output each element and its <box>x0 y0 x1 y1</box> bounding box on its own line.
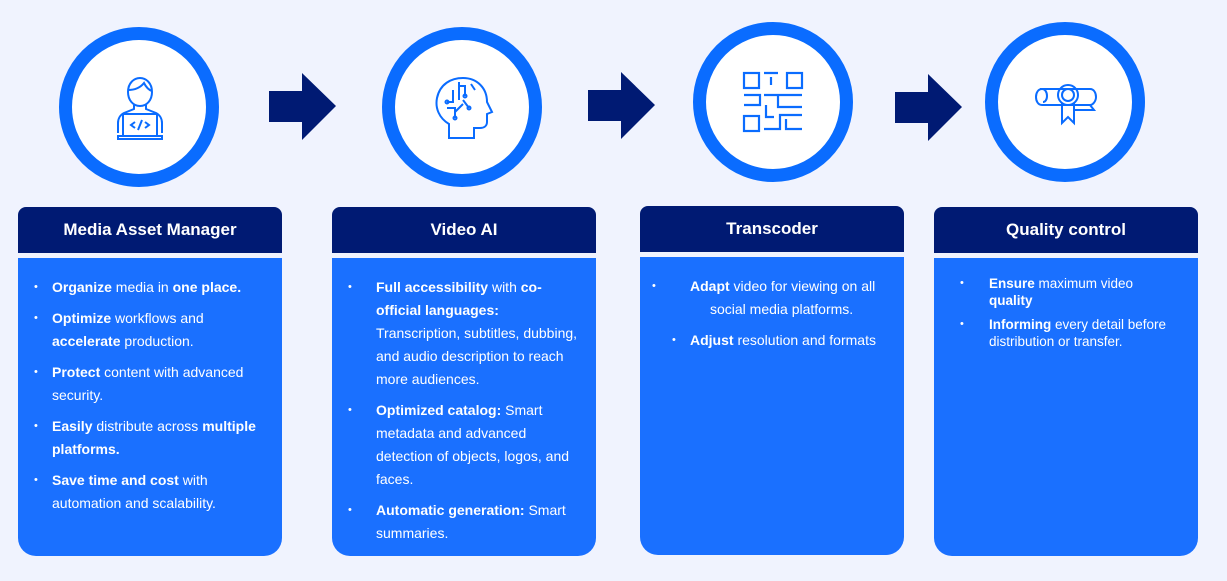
bullet-item: Ensure maximum video quality <box>934 275 1198 309</box>
bold-text: Automatic generation: <box>376 502 525 518</box>
text: maximum video <box>1034 276 1134 291</box>
card-title: Media Asset Manager <box>18 207 282 253</box>
bold-text: quality <box>989 293 1033 308</box>
card-title-text: Transcoder <box>726 219 818 238</box>
text: Smart summaries. <box>376 502 566 541</box>
text: Transcription, subtitles, dubbing, and a… <box>376 325 578 387</box>
text: every detail before distribution or tran… <box>989 317 1167 349</box>
card-transcoder: TranscoderAdapt video for viewing on all… <box>640 206 904 555</box>
bold-text: one place. <box>172 279 242 295</box>
bold-text: Optimized catalog: <box>376 402 502 418</box>
card-title: Transcoder <box>640 206 904 252</box>
flow-arrow <box>895 74 962 141</box>
text: with automation and scalability. <box>52 472 216 511</box>
card-body: Adapt video for viewing on all social me… <box>640 257 904 555</box>
bold-text: Full accessibility <box>376 279 489 295</box>
bold-text: Protect <box>52 364 101 380</box>
bold-text: Easily <box>52 418 93 434</box>
bullet-item: Automatic generation: Smart summaries. <box>332 499 596 545</box>
bullet-item: Optimize workflows and accelerate produc… <box>18 307 282 353</box>
text: workflows and <box>111 310 204 326</box>
text: media in <box>111 279 173 295</box>
bold-text: Optimize <box>52 310 112 326</box>
text: distribute across <box>92 418 203 434</box>
bold-text: accelerate <box>52 333 121 349</box>
bullet-item: Adapt video for viewing on all social me… <box>640 275 904 321</box>
bullet-item: Full accessibility with co-official lang… <box>332 276 596 391</box>
bullet-item: Organize media in one place. <box>18 276 282 299</box>
bullet-item: Save time and cost with automation and s… <box>18 469 282 515</box>
card-title: Video AI <box>332 207 596 253</box>
ai-brain-head-icon <box>435 76 494 139</box>
step-circle-media-asset-manager <box>59 27 219 187</box>
bullet-item: Optimized catalog: Smart metadata and ad… <box>332 399 596 491</box>
card-title: Quality control <box>934 207 1198 253</box>
bold-text: Informing <box>989 317 1052 332</box>
bullet-item: Easily distribute across multiple platfo… <box>18 415 282 461</box>
card-title-text: Quality control <box>1006 220 1126 239</box>
text: video for viewing on all social media pl… <box>710 278 876 317</box>
text: production. <box>120 333 194 349</box>
bold-text: Adjust <box>690 332 734 348</box>
card-media-asset-manager: Media Asset ManagerOrganize media in one… <box>18 207 282 556</box>
certificate-scroll-icon <box>1034 84 1098 126</box>
card-body: Organize media in one place. Optimize wor… <box>18 258 282 556</box>
step-circle-quality-control <box>985 22 1145 182</box>
step-circle-transcoder <box>693 22 853 182</box>
qr-code-icon <box>742 71 804 133</box>
bullet-item: Protect content with advanced security. <box>18 361 282 407</box>
text: with <box>488 279 521 295</box>
bold-text: Adapt <box>690 278 730 294</box>
step-circle-video-ai <box>382 27 542 187</box>
card-body: Ensure maximum video qualityInforming ev… <box>934 258 1198 556</box>
card-title-text: Media Asset Manager <box>63 220 237 239</box>
bold-text: co-official languages: <box>376 279 542 318</box>
bold-text: multiple platforms. <box>52 418 256 457</box>
bullet-item: Informing every detail before distributi… <box>934 316 1198 350</box>
bold-text: Ensure <box>989 276 1035 291</box>
card-video-ai: Video AI Full accessibility with co-offic… <box>332 207 596 556</box>
flow-arrow <box>588 72 655 139</box>
card-quality-control: Quality control Ensure maximum video qua… <box>934 207 1198 556</box>
text: resolution and formats <box>733 332 876 348</box>
developer-laptop-icon <box>117 76 163 140</box>
text: content with advanced security. <box>52 364 244 403</box>
card-title-text: Video AI <box>430 220 498 239</box>
bold-text: Save time and cost <box>52 472 179 488</box>
flow-arrow <box>269 73 336 140</box>
bold-text: Organize <box>52 279 112 295</box>
card-body: Full accessibility with co-official lang… <box>332 258 596 556</box>
text: Smart metadata and advanced detection of… <box>376 402 570 487</box>
bullet-item: Adjust resolution and formats <box>640 329 904 352</box>
